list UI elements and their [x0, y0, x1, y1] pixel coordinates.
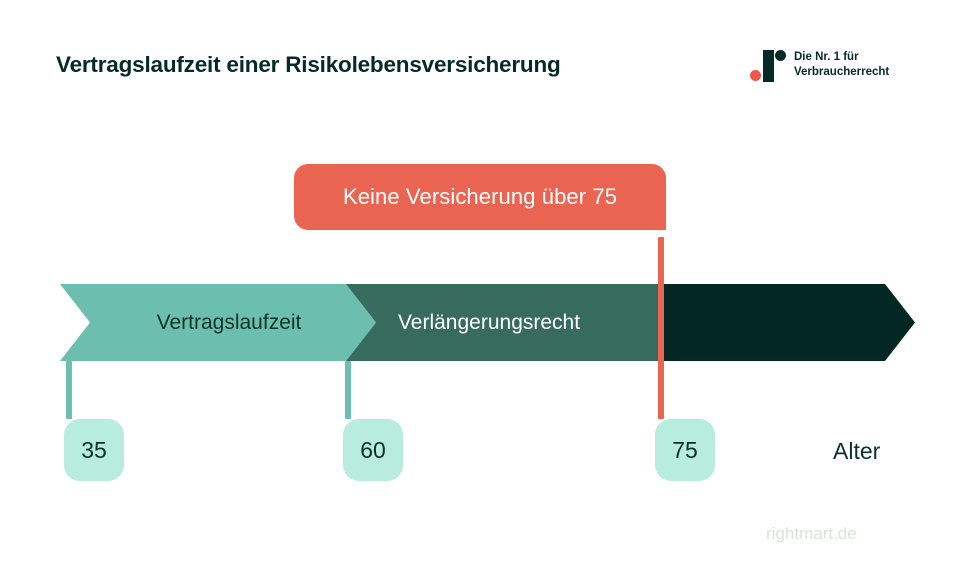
- page-title: Vertragslaufzeit einer Risikolebensversi…: [56, 52, 561, 77]
- marker-chip: 75: [655, 419, 715, 481]
- marker-value: 60: [360, 436, 386, 463]
- logo-dot-dark-shape: [775, 50, 786, 61]
- marker-connector-line: [345, 361, 351, 419]
- timeline-segment-label: Vertragslaufzeit: [156, 310, 302, 334]
- timeline-segment-verlaengerungsrecht: Verlängerungsrecht: [346, 284, 664, 361]
- brand-logo: Die Nr. 1 für Verbraucherrecht: [748, 48, 918, 92]
- timeline-segment-vertragslaufzeit: Vertragslaufzeit: [60, 284, 376, 361]
- marker-connector-line: [658, 237, 664, 419]
- marker-value: 75: [672, 436, 698, 463]
- brand-tagline-line2: Verbraucherrecht: [794, 66, 890, 78]
- axis-label-alter: Alter: [833, 438, 881, 464]
- marker-value: 35: [81, 436, 107, 463]
- logo-bar-shape: [763, 50, 774, 82]
- watermark: rightmart.de: [766, 524, 857, 543]
- timeline-bar: Vertragslaufzeit Verlängerungsrecht: [60, 284, 915, 361]
- brand-tagline: Die Nr. 1 für Verbraucherrecht: [794, 50, 889, 80]
- logo-dot-red-shape: [750, 70, 761, 81]
- marker-chip: 35: [64, 419, 124, 481]
- callout-banner: Keine Versicherung über 75: [294, 164, 666, 230]
- timeline-segment-label: Verlängerungsrecht: [397, 310, 581, 334]
- marker-chip: 60: [343, 419, 403, 481]
- marker-connector-line: [66, 361, 72, 419]
- rightmart-logo-icon: [748, 48, 788, 88]
- brand-tagline-line1: Die Nr. 1 für: [794, 51, 859, 63]
- callout-label: Keine Versicherung über 75: [342, 184, 618, 209]
- timeline-segment-nach-75: [664, 284, 915, 361]
